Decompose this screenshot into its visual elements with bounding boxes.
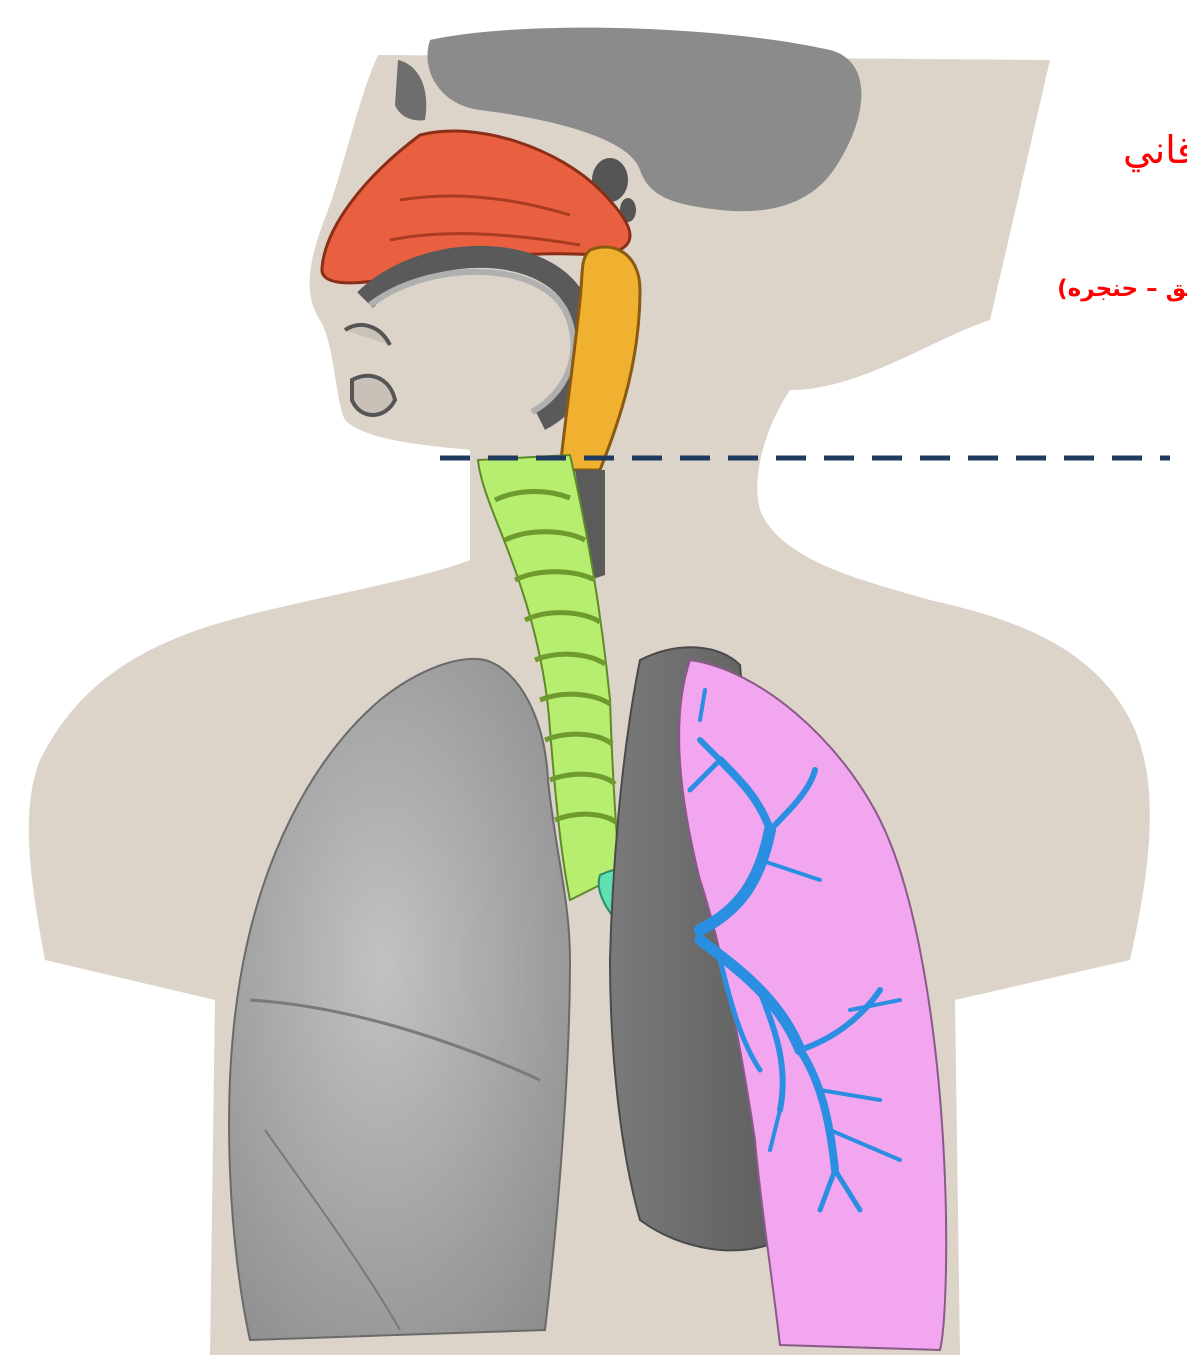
title-label: قاني xyxy=(1123,128,1187,172)
subtitle-label: لق – حنجره) xyxy=(1057,276,1187,302)
